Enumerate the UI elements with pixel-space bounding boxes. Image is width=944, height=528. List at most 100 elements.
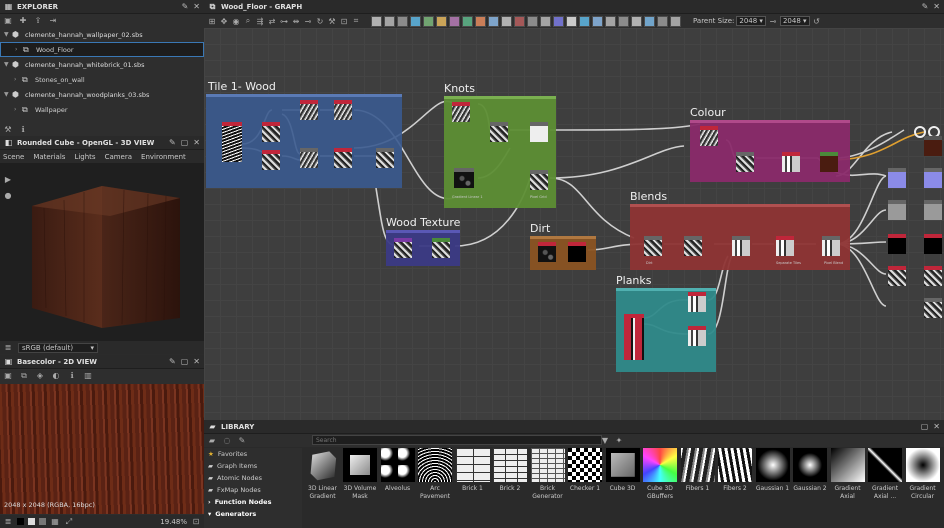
layers-icon[interactable]: ≣ <box>4 517 12 526</box>
node-tile-noise-5[interactable] <box>300 148 318 168</box>
library-item[interactable]: Fibers 2 <box>717 448 754 528</box>
menu-lights[interactable]: Lights <box>74 152 96 161</box>
node-tile-noise-7[interactable] <box>376 148 394 168</box>
node-tile-noise-3[interactable] <box>300 100 318 120</box>
node-planks-sampler[interactable] <box>624 314 644 360</box>
size-select[interactable]: 2048 ▾ <box>779 16 810 26</box>
node-knots-5[interactable] <box>530 170 548 190</box>
link-icon[interactable]: ⊸ <box>304 16 312 26</box>
graph-item-wood-floor[interactable]: ›⧉ Wood_Floor <box>0 42 204 57</box>
expand-arrow-icon[interactable]: › <box>15 46 18 53</box>
pin-icon[interactable]: ✎ <box>169 357 176 366</box>
expand-arrow-icon[interactable]: › <box>14 76 17 83</box>
atomic-node-icon[interactable] <box>514 15 525 27</box>
atomic-node-icon[interactable] <box>371 15 382 27</box>
funnel-icon[interactable]: ▼ <box>601 435 609 445</box>
info-icon[interactable]: ℹ <box>70 371 74 380</box>
node-dirt-1[interactable] <box>538 242 556 262</box>
node-blends-4[interactable] <box>776 236 794 256</box>
atomic-node-icon[interactable] <box>423 15 434 27</box>
bg-white-icon[interactable] <box>28 518 35 525</box>
graph-item-wallpaper[interactable]: ›⧉ Wallpaper <box>0 102 204 117</box>
menu-environment[interactable]: Environment <box>141 152 186 161</box>
copy-icon[interactable]: ⧉ <box>21 370 27 380</box>
atomic-node-icon[interactable] <box>592 15 603 27</box>
library-item[interactable]: Fibers 1 <box>679 448 716 528</box>
atomic-node-icon[interactable] <box>644 15 655 27</box>
library-item[interactable]: Gradient Circular <box>904 448 941 528</box>
output-roughness[interactable] <box>888 200 906 220</box>
edit-icon[interactable]: ✎ <box>238 436 246 445</box>
atomic-node-icon[interactable] <box>657 15 668 27</box>
alpha-icon[interactable]: ◐ <box>52 371 60 380</box>
atomic-node-icon[interactable] <box>436 15 447 27</box>
library-item[interactable]: 3D Volume Mask <box>342 448 379 528</box>
atomic-node-icon[interactable] <box>475 15 486 27</box>
output-ao[interactable] <box>924 200 942 220</box>
atomic-node-icon[interactable] <box>605 15 616 27</box>
node-blends-3[interactable] <box>732 236 750 256</box>
pin-icon[interactable]: ✎ <box>921 2 929 11</box>
menu-scene[interactable]: Scene <box>3 152 25 161</box>
connect-icon[interactable]: ⇄ <box>268 16 276 26</box>
atomic-node-icon[interactable] <box>527 15 538 27</box>
bg-gray-icon[interactable] <box>39 518 46 525</box>
output-circle-icon[interactable] <box>914 126 926 138</box>
collapse-arrow-icon[interactable]: ▼ <box>4 61 9 68</box>
node-knots-1[interactable] <box>452 102 470 122</box>
menu-materials[interactable]: Materials <box>33 152 66 161</box>
camera-icon[interactable]: ▶ <box>4 174 12 184</box>
output-normal-2[interactable] <box>924 168 942 188</box>
pin-icon[interactable]: ✎ <box>181 2 189 11</box>
atomic-node-icon[interactable] <box>618 15 629 27</box>
library-item[interactable]: Arc Pavement <box>417 448 454 528</box>
layers-icon[interactable]: ≣ <box>4 343 12 352</box>
library-item[interactable]: Gaussian 1 <box>754 448 791 528</box>
bg-black-icon[interactable] <box>17 518 24 525</box>
category-generators[interactable]: ▾Generators <box>204 508 302 520</box>
filter-icon[interactable]: ◌ <box>223 436 231 445</box>
library-item[interactable]: Gradient Axial <box>829 448 866 528</box>
menu-camera[interactable]: Camera <box>104 152 133 161</box>
node-planks-2[interactable] <box>688 326 706 346</box>
library-item[interactable]: Brick Generator <box>529 448 566 528</box>
tools-icon[interactable]: ⚒ <box>328 16 336 26</box>
screenshot-icon[interactable]: ◉ <box>232 16 240 26</box>
colorspace-select[interactable]: sRGB (default)▾ <box>18 342 98 353</box>
atomic-node-icon[interactable] <box>501 15 512 27</box>
grid-icon[interactable]: ⌗ <box>353 16 359 25</box>
distribute-icon[interactable]: ⇹ <box>292 16 300 26</box>
atomic-node-icon[interactable] <box>488 15 499 27</box>
library-item[interactable]: Checker 1 <box>567 448 604 528</box>
atomic-node-icon[interactable] <box>462 15 473 27</box>
close-icon[interactable]: ✕ <box>193 2 200 11</box>
maximize-icon[interactable]: ▢ <box>180 357 189 366</box>
atomic-node-icon[interactable] <box>540 15 551 27</box>
output-emissive[interactable] <box>924 234 942 254</box>
package-row[interactable]: ▼⬢ clemente_hannah_wallpaper_02.sbs <box>0 27 204 42</box>
hierarchy-icon[interactable]: ⊶ <box>280 16 288 26</box>
node-colour-3[interactable] <box>782 152 800 172</box>
library-item[interactable]: Alveolus <box>379 448 416 528</box>
link-size-icon[interactable]: ⊸ <box>769 16 777 26</box>
graph-canvas[interactable]: Tile 1- Wood Knots Colour Wood Texture D… <box>204 28 944 420</box>
library-item[interactable]: Brick 1 <box>454 448 491 528</box>
node-tile-noise-2[interactable] <box>262 150 280 170</box>
category-function-nodes[interactable]: ›Function Nodes <box>204 496 302 508</box>
light-bulb-icon[interactable]: ● <box>4 190 12 200</box>
node-colour-2[interactable] <box>736 152 754 172</box>
pin-icon[interactable]: ✦ <box>615 435 623 445</box>
atomic-node-icon[interactable] <box>553 15 564 27</box>
atomic-node-icon[interactable] <box>579 15 590 27</box>
expand-arrow-icon[interactable]: › <box>14 106 17 113</box>
close-icon[interactable]: ✕ <box>193 357 200 366</box>
frame-select-icon[interactable]: ⊞ <box>208 16 216 26</box>
maximize-icon[interactable]: ▢ <box>920 422 929 431</box>
output-normal[interactable] <box>888 168 906 188</box>
save-icon[interactable]: ▣ <box>4 16 12 25</box>
folder-icon[interactable]: ▰ <box>208 436 216 445</box>
library-item[interactable]: 3D Linear Gradient <box>304 448 341 528</box>
info-icon[interactable]: ℹ <box>21 125 25 134</box>
collapse-arrow-icon[interactable]: ▼ <box>4 91 9 98</box>
node-tile-noise-6[interactable] <box>334 148 352 168</box>
